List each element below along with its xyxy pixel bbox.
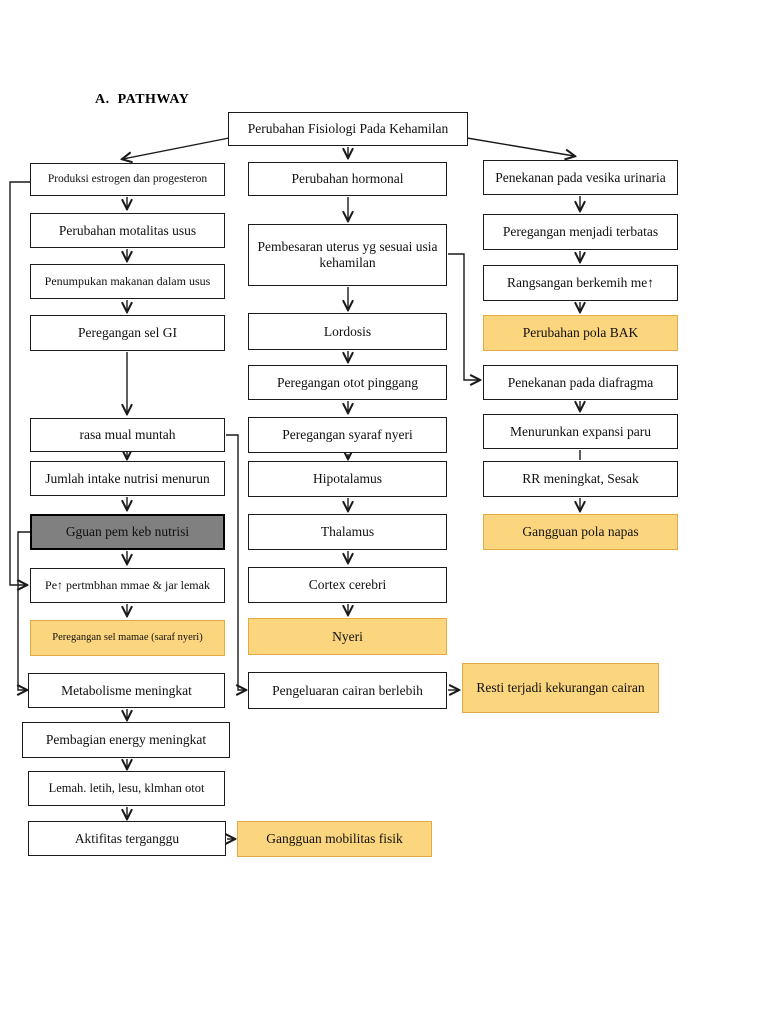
node-peregangan-menjadi-terbatas: Peregangan menjadi terbatas (483, 214, 678, 250)
node-pengeluaran-cairan: Pengeluaran cairan berlebih (248, 672, 447, 709)
node-hipotalamus: Hipotalamus (248, 461, 447, 497)
node-resti-kekurangan-cairan: Resti terjadi kekurangan cairan (462, 663, 659, 713)
node-perubahan-pola-bak: Perubahan pola BAK (483, 315, 678, 351)
node-penekanan-vesika-urinaria: Penekanan pada vesika urinaria (483, 160, 678, 195)
node-aktifitas-terganggu: Aktifitas terganggu (28, 821, 226, 856)
node-metabolisme-meningkat: Metabolisme meningkat (28, 673, 225, 708)
node-thalamus: Thalamus (248, 514, 447, 550)
node-cortex-cerebri: Cortex cerebri (248, 567, 447, 603)
node-menurunkan-expansi-paru: Menurunkan expansi paru (483, 414, 678, 449)
node-gguan-pem-keb-nutrisi: Gguan pem keb nutrisi (30, 514, 225, 550)
page-title: A. PATHWAY (95, 92, 190, 107)
node-perubahan-hormonal: Perubahan hormonal (248, 162, 447, 196)
node-gangguan-mobilitas-fisik: Gangguan mobilitas fisik (237, 821, 432, 857)
node-lemah-letih-lesu: Lemah. letih, lesu, klmhan otot (28, 771, 225, 806)
node-nyeri: Nyeri (248, 618, 447, 655)
node-peregangan-sel-mamae: Peregangan sel mamae (saraf nyeri) (30, 620, 225, 656)
node-gangguan-pola-napas: Gangguan pola napas (483, 514, 678, 550)
node-penumpukan-makanan: Penumpukan makanan dalam usus (30, 264, 225, 299)
node-perubahan-fisiologi: Perubahan Fisiologi Pada Kehamilan (228, 112, 468, 146)
node-lordosis: Lordosis (248, 313, 447, 350)
node-rr-meningkat-sesak: RR meningkat, Sesak (483, 461, 678, 497)
node-penekanan-diafragma: Penekanan pada diafragma (483, 365, 678, 400)
node-jumlah-intake-nutrisi: Jumlah intake nutrisi menurun (30, 461, 225, 496)
node-pe-pertmbhan-mmae: Pe↑ pertmbhan mmae & jar lemak (30, 568, 225, 603)
node-rangsangan-berkemih: Rangsangan berkemih me↑ (483, 265, 678, 301)
node-pembagian-energy: Pembagian energy meningkat (22, 722, 230, 758)
node-perubahan-motalitas-usus: Perubahan motalitas usus (30, 213, 225, 248)
node-rasa-mual-muntah: rasa mual muntah (30, 418, 225, 452)
node-peregangan-otot-pinggang: Peregangan otot pinggang (248, 365, 447, 400)
node-peregangan-sel-gi: Peregangan sel GI (30, 315, 225, 351)
node-produksi-estrogen: Produksi estrogen dan progesteron (30, 163, 225, 196)
node-pembesaran-uterus: Pembesaran uterus yg sesuai usia kehamil… (248, 224, 447, 286)
node-peregangan-syaraf-nyeri: Peregangan syaraf nyeri (248, 417, 447, 453)
